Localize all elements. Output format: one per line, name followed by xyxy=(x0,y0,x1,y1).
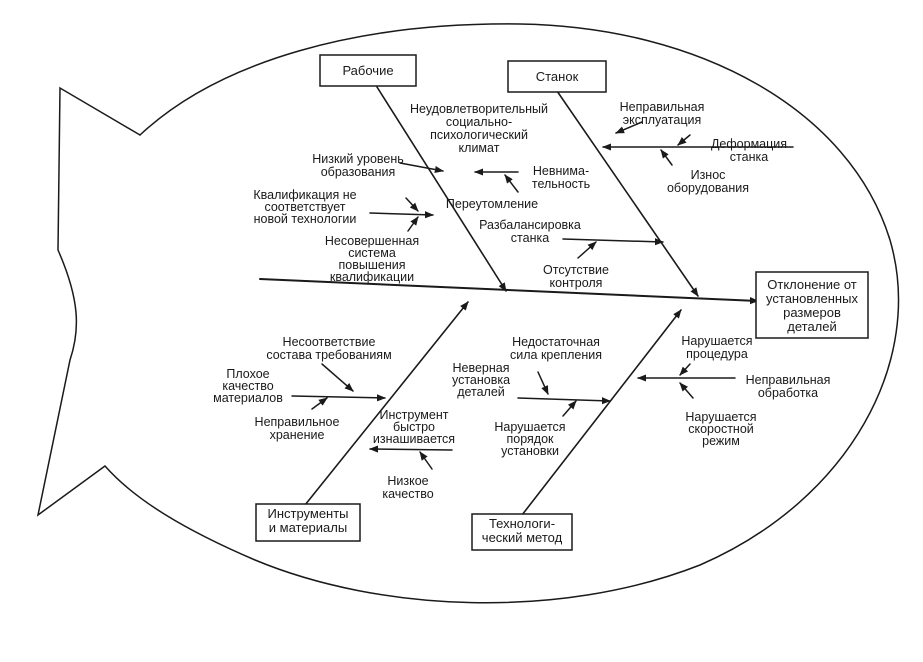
box-effect xyxy=(755,271,869,339)
fish-body-outline xyxy=(104,23,900,604)
arrow-clamping xyxy=(537,371,549,395)
arrow-bad-quality xyxy=(291,394,386,402)
arrow-low-quality xyxy=(369,445,453,453)
box-method xyxy=(471,513,573,551)
box-machine xyxy=(507,60,607,93)
arrow-no-control xyxy=(577,241,597,259)
arrow-wear xyxy=(660,149,673,166)
arrow-deformation-tick xyxy=(677,134,691,146)
bone-workers xyxy=(376,86,507,292)
arrow-qualification-tick2 xyxy=(405,197,419,212)
arrow-inattention-tick xyxy=(504,174,519,193)
arrow-misuse xyxy=(615,121,643,134)
arrow-mismatch xyxy=(321,363,354,392)
arrow-speed xyxy=(679,382,694,399)
arrow-procedure xyxy=(679,363,691,376)
bone-method xyxy=(521,309,682,516)
arrow-low-quality-tick xyxy=(419,451,433,470)
arrow-wrong-setup xyxy=(517,397,611,405)
arrow-qualification xyxy=(369,211,434,219)
cause-overwork: Переутомление xyxy=(446,197,538,211)
box-tools xyxy=(255,503,361,542)
arrow-qualification-tick xyxy=(407,216,419,232)
label-method: Технологи-ческий метод xyxy=(482,516,563,545)
arrow-imbalance xyxy=(562,238,664,246)
box-workers xyxy=(319,54,417,87)
cause-inattention: Невнима-тельность xyxy=(532,164,590,191)
arrow-bad-storage xyxy=(311,397,328,410)
main-spine xyxy=(259,278,759,305)
bone-machine xyxy=(556,90,699,297)
bone-tools xyxy=(304,301,469,506)
fish-tail-outline xyxy=(36,86,141,517)
label-machine: Станок xyxy=(536,69,579,84)
arrow-order xyxy=(562,400,577,417)
label-workers: Рабочие xyxy=(342,63,393,78)
arrow-education xyxy=(399,162,444,174)
